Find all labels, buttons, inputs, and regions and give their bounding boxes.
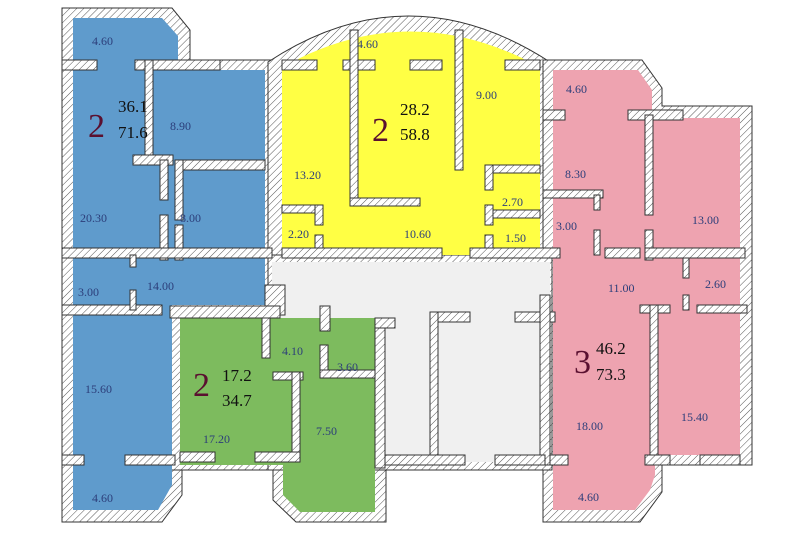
internal-walls xyxy=(61,29,748,469)
living-area: 46.2 xyxy=(596,339,626,358)
apartment-green-labels: 2 17.2 34.7 4.10 3.60 17.20 7.50 xyxy=(193,344,358,446)
rooms-count: 2 xyxy=(193,367,210,404)
apartment-pink xyxy=(553,70,740,510)
room-area: 1.50 xyxy=(505,231,526,245)
room-area: 15.60 xyxy=(85,382,112,396)
room-area: 3.00 xyxy=(78,285,99,299)
room-area: 11.00 xyxy=(608,281,635,295)
room-area: 4.10 xyxy=(282,344,303,358)
total-area: 58.8 xyxy=(400,125,430,144)
rooms-count: 3 xyxy=(574,344,591,381)
room-area: 2.70 xyxy=(502,195,523,209)
total-area: 71.6 xyxy=(118,123,148,142)
apartment-yellow-labels: 2 28.2 58.8 4.60 9.00 13.20 2.70 2.20 10… xyxy=(288,37,526,245)
room-area: 9.00 xyxy=(476,88,497,102)
room-area: 10.60 xyxy=(404,227,431,241)
apartment-yellow-fill xyxy=(282,31,540,255)
apartment-blue-fill xyxy=(73,18,265,510)
apartment-yellow xyxy=(282,31,540,255)
apartment-pink-fill xyxy=(553,70,740,510)
room-area: 20.30 xyxy=(80,211,107,225)
room-area: 8.30 xyxy=(565,167,586,181)
room-area: 3.00 xyxy=(556,219,577,233)
room-area: 4.60 xyxy=(92,491,113,505)
living-area: 36.1 xyxy=(118,97,148,116)
living-area: 28.2 xyxy=(400,100,430,119)
room-area: 7.50 xyxy=(316,424,337,438)
room-area: 15.40 xyxy=(681,410,708,424)
room-area: 17.20 xyxy=(203,432,230,446)
room-area: 13.00 xyxy=(692,213,719,227)
total-area: 73.3 xyxy=(596,365,626,384)
apartment-blue xyxy=(73,18,265,510)
room-area: 4.60 xyxy=(357,37,378,51)
room-area: 4.60 xyxy=(566,82,587,96)
room-area: 8.00 xyxy=(180,211,201,225)
room-area: 13.20 xyxy=(294,168,321,182)
room-area: 18.00 xyxy=(576,419,603,433)
apartment-blue-labels: 2 36.1 71.6 4.60 8.90 20.30 8.00 3.00 14… xyxy=(78,34,201,505)
room-area: 4.60 xyxy=(92,34,113,48)
room-area: 14.00 xyxy=(147,279,174,293)
total-area: 34.7 xyxy=(222,391,252,410)
room-area: 2.20 xyxy=(288,227,309,241)
living-area: 17.2 xyxy=(222,366,252,385)
apartment-pink-labels: 3 46.2 73.3 4.60 8.30 13.00 3.00 11.00 2… xyxy=(556,82,726,504)
rooms-count: 2 xyxy=(88,108,105,145)
room-area: 4.60 xyxy=(578,490,599,504)
room-area: 2.60 xyxy=(705,277,726,291)
room-area: 3.60 xyxy=(337,360,358,374)
room-area: 8.90 xyxy=(170,119,191,133)
rooms-count: 2 xyxy=(372,112,389,149)
